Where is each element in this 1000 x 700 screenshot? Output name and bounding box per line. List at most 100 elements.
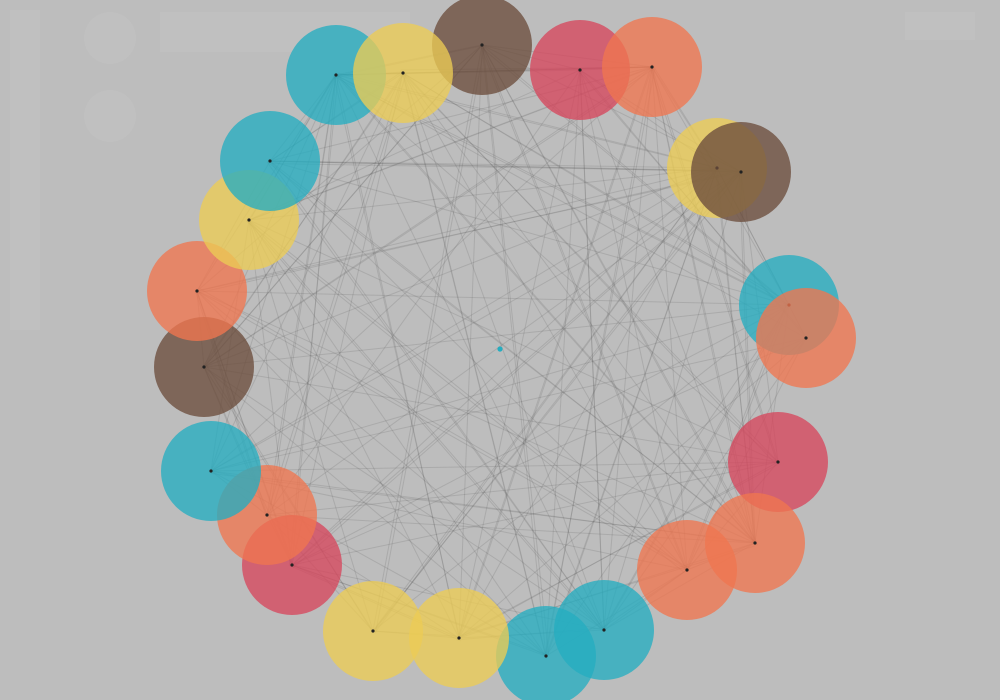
node-anchor — [685, 568, 689, 572]
graph-node[interactable] — [147, 241, 247, 341]
graph-edge — [651, 66, 779, 463]
graph-edge — [402, 72, 779, 463]
graph-edge — [372, 44, 483, 632]
toolbar-panel — [10, 10, 40, 330]
graph-edge — [335, 74, 779, 463]
graph-node[interactable] — [432, 0, 532, 95]
graph-edge — [196, 290, 790, 306]
graph-edge — [458, 337, 807, 639]
graph-edge — [402, 72, 688, 571]
node-anchor — [401, 71, 405, 75]
node-anchor — [209, 469, 213, 473]
graph-node[interactable] — [602, 17, 702, 117]
graph-edge — [248, 167, 718, 221]
graph-edge — [458, 69, 581, 639]
graph-edge — [402, 72, 756, 544]
node-anchor — [753, 541, 757, 545]
graph-edge — [210, 304, 790, 472]
graph-edge — [196, 290, 688, 571]
node-disc — [496, 606, 596, 700]
graph-node[interactable] — [220, 111, 320, 211]
graph-edge — [481, 44, 688, 571]
graph-edge — [579, 69, 756, 544]
graph-edge — [335, 74, 605, 631]
graph-edge — [196, 171, 742, 292]
graph-edge — [402, 71, 776, 464]
node-anchor — [247, 218, 251, 222]
graph-edge — [372, 304, 790, 632]
graph-node[interactable] — [530, 20, 630, 120]
graph-edge — [266, 72, 404, 516]
graph-edge — [579, 69, 605, 631]
graph-node[interactable] — [756, 288, 856, 388]
graph-edge — [248, 219, 374, 632]
graph-node[interactable] — [323, 581, 423, 681]
graph-edge — [269, 160, 688, 571]
graph-edge — [269, 160, 756, 544]
graph-node[interactable] — [161, 421, 261, 521]
graph-edge — [459, 462, 780, 637]
graph-edge — [402, 72, 790, 306]
graph-edge — [266, 161, 758, 544]
graph-edge — [373, 170, 739, 632]
graph-edge — [199, 287, 691, 569]
graph-edge — [291, 167, 718, 566]
graph-edge — [269, 160, 742, 173]
toolbar-button-b — [84, 90, 136, 142]
edge-layer — [195, 42, 807, 659]
graph-node[interactable] — [637, 520, 737, 620]
graph-edge — [266, 161, 604, 629]
graph-edge — [269, 160, 790, 306]
graph-edge — [266, 74, 337, 516]
node-anchor — [334, 73, 338, 77]
graph-node[interactable] — [496, 606, 596, 700]
graph-edge — [210, 72, 404, 472]
graph-node[interactable] — [728, 412, 828, 512]
graph-edge — [269, 74, 407, 518]
graph-edge — [269, 160, 718, 169]
graph-edge — [482, 45, 550, 656]
graph-edge — [248, 219, 460, 639]
graph-edge — [203, 304, 790, 368]
node-anchor — [544, 654, 548, 658]
graph-edge — [401, 72, 790, 304]
graph-edge — [402, 72, 547, 657]
node-anchor — [650, 65, 654, 69]
graph-edge — [248, 219, 547, 657]
graph-node[interactable] — [691, 122, 791, 222]
graph-node[interactable] — [154, 317, 254, 417]
graph-edge — [210, 167, 718, 472]
graph-edge — [481, 44, 547, 657]
graph-edge — [291, 461, 779, 566]
graph-edge — [456, 65, 652, 641]
graph-edge — [291, 304, 790, 566]
graph-edge — [196, 290, 547, 657]
graph-edge — [651, 66, 688, 571]
graph-edge — [271, 160, 740, 172]
graph-edge — [203, 366, 779, 463]
graph-node[interactable] — [409, 588, 509, 688]
graph-edge — [402, 75, 546, 654]
graph-edge — [603, 66, 653, 631]
graph-edge — [196, 290, 756, 544]
graph-edge — [271, 163, 715, 172]
graph-edge — [291, 72, 404, 566]
graph-edge — [458, 44, 483, 639]
node-layer — [147, 0, 856, 700]
graph-edge — [248, 219, 688, 571]
graph-edge — [372, 167, 718, 632]
graph-edge — [333, 76, 460, 636]
graph-edge — [335, 72, 759, 546]
graph-edge — [602, 305, 788, 631]
graph-edge — [402, 72, 605, 631]
graph-edge — [603, 304, 790, 631]
graph-edge — [458, 461, 779, 639]
graph-node[interactable] — [353, 23, 453, 123]
graph-edge — [579, 72, 605, 630]
graph-edge — [291, 337, 807, 566]
graph-edge — [196, 167, 718, 292]
graph-edge — [335, 74, 756, 544]
graph-edge — [269, 73, 337, 514]
graph-edge — [480, 42, 758, 543]
toolbar-button-a — [84, 12, 136, 64]
